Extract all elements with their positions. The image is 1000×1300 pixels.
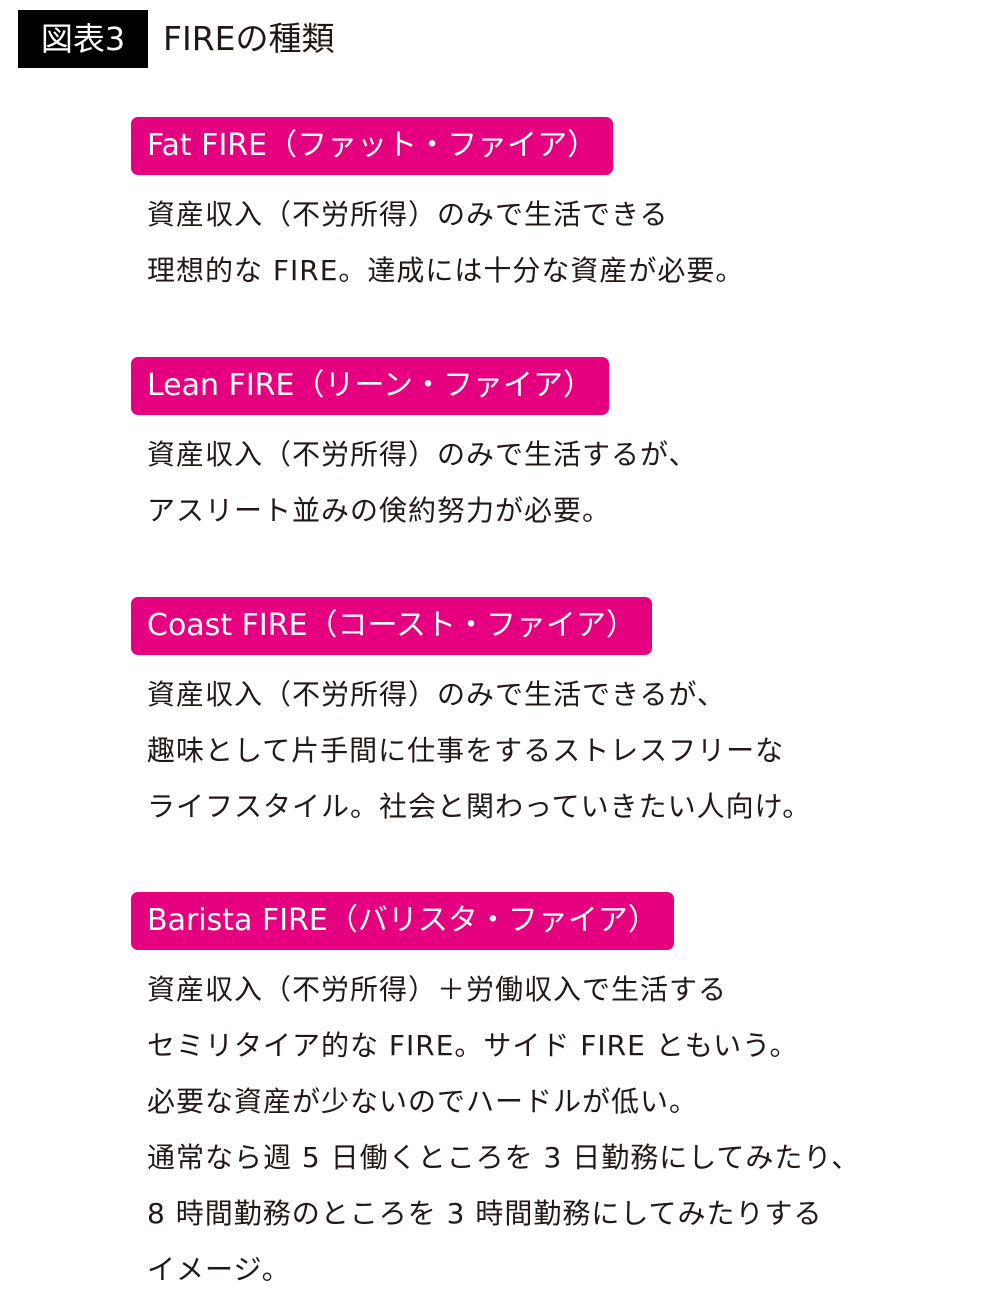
description-line: 資産収入（不労所得）のみで生活できる [147, 198, 669, 231]
section-heading: Fat FIRE（ファット・ファイア） [131, 117, 614, 175]
description-line: 資産収入（不労所得）のみで生活するが、 [147, 438, 698, 471]
description-line: イメージ。 [147, 1253, 291, 1286]
description-line: 理想的な FIRE。達成には十分な資産が必要。 [147, 254, 745, 287]
description-line: 趣味として片手間に仕事をするストレスフリーな [147, 734, 785, 767]
page-title: FIREの種類 [163, 19, 335, 58]
section-lean-fire: Lean FIRE（リーン・ファイア） 資産収入（不労所得）のみで生活するが、 … [131, 357, 697, 539]
section-heading: Lean FIRE（リーン・ファイア） [131, 357, 609, 415]
description-line: アスリート並みの倹約努力が必要。 [147, 494, 612, 527]
description-line: 資産収入（不労所得）＋労働収入で生活する [147, 973, 728, 1006]
description-line: 通常なら週 5 日働くところを 3 日勤務にしてみたり、 [147, 1141, 861, 1174]
section-barista-fire: Barista FIRE（バリスタ・ファイア） 資産収入（不労所得）＋労働収入で… [131, 892, 860, 1298]
section-heading: Barista FIRE（バリスタ・ファイア） [131, 892, 674, 950]
section-heading: Coast FIRE（コースト・ファイア） [131, 597, 653, 655]
description-line: 8 時間勤務のところを 3 時間勤務にしてみたりする [147, 1197, 823, 1230]
description-line: 必要な資産が少ないのでハードルが低い。 [147, 1085, 699, 1118]
figure-label: 図表3 [18, 10, 148, 68]
description-line: セミリタイア的な FIRE。サイド FIRE ともいう。 [147, 1029, 799, 1062]
description-line: ライフスタイル。社会と関わっていきたい人向け。 [147, 790, 812, 823]
description-line: 資産収入（不労所得）のみで生活できるが、 [147, 678, 726, 711]
section-fat-fire: Fat FIRE（ファット・ファイア） 資産収入（不労所得）のみで生活できる 理… [131, 117, 744, 299]
section-coast-fire: Coast FIRE（コースト・ファイア） 資産収入（不労所得）のみで生活できる… [131, 597, 811, 835]
